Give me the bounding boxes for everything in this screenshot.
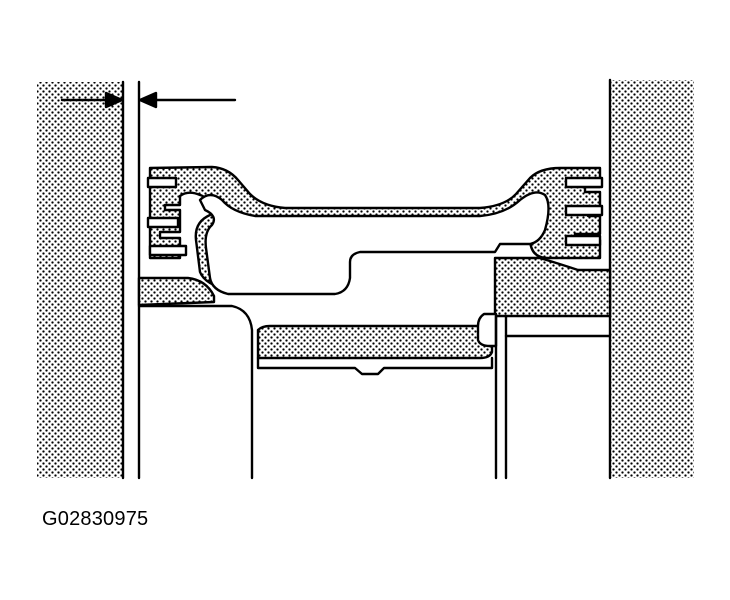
clearance-dimension <box>60 91 237 109</box>
right-cylinder-wall <box>610 80 694 478</box>
arrow-left-icon <box>138 91 158 109</box>
piston-inner-cavity <box>198 191 550 296</box>
left-ring-grooves <box>146 176 188 257</box>
right-ring-grooves <box>564 176 604 247</box>
left-skirt-shoulder <box>137 276 216 307</box>
rod-outline <box>256 356 494 376</box>
left-skirt-outline <box>137 304 254 480</box>
left-cylinder-wall <box>37 82 123 478</box>
figure-id-label: G02830975 <box>42 508 149 530</box>
pin-retainer-clip <box>476 312 498 348</box>
wrist-pin <box>256 324 494 360</box>
right-pin-boss <box>493 256 612 318</box>
arrow-right-icon <box>104 91 124 109</box>
